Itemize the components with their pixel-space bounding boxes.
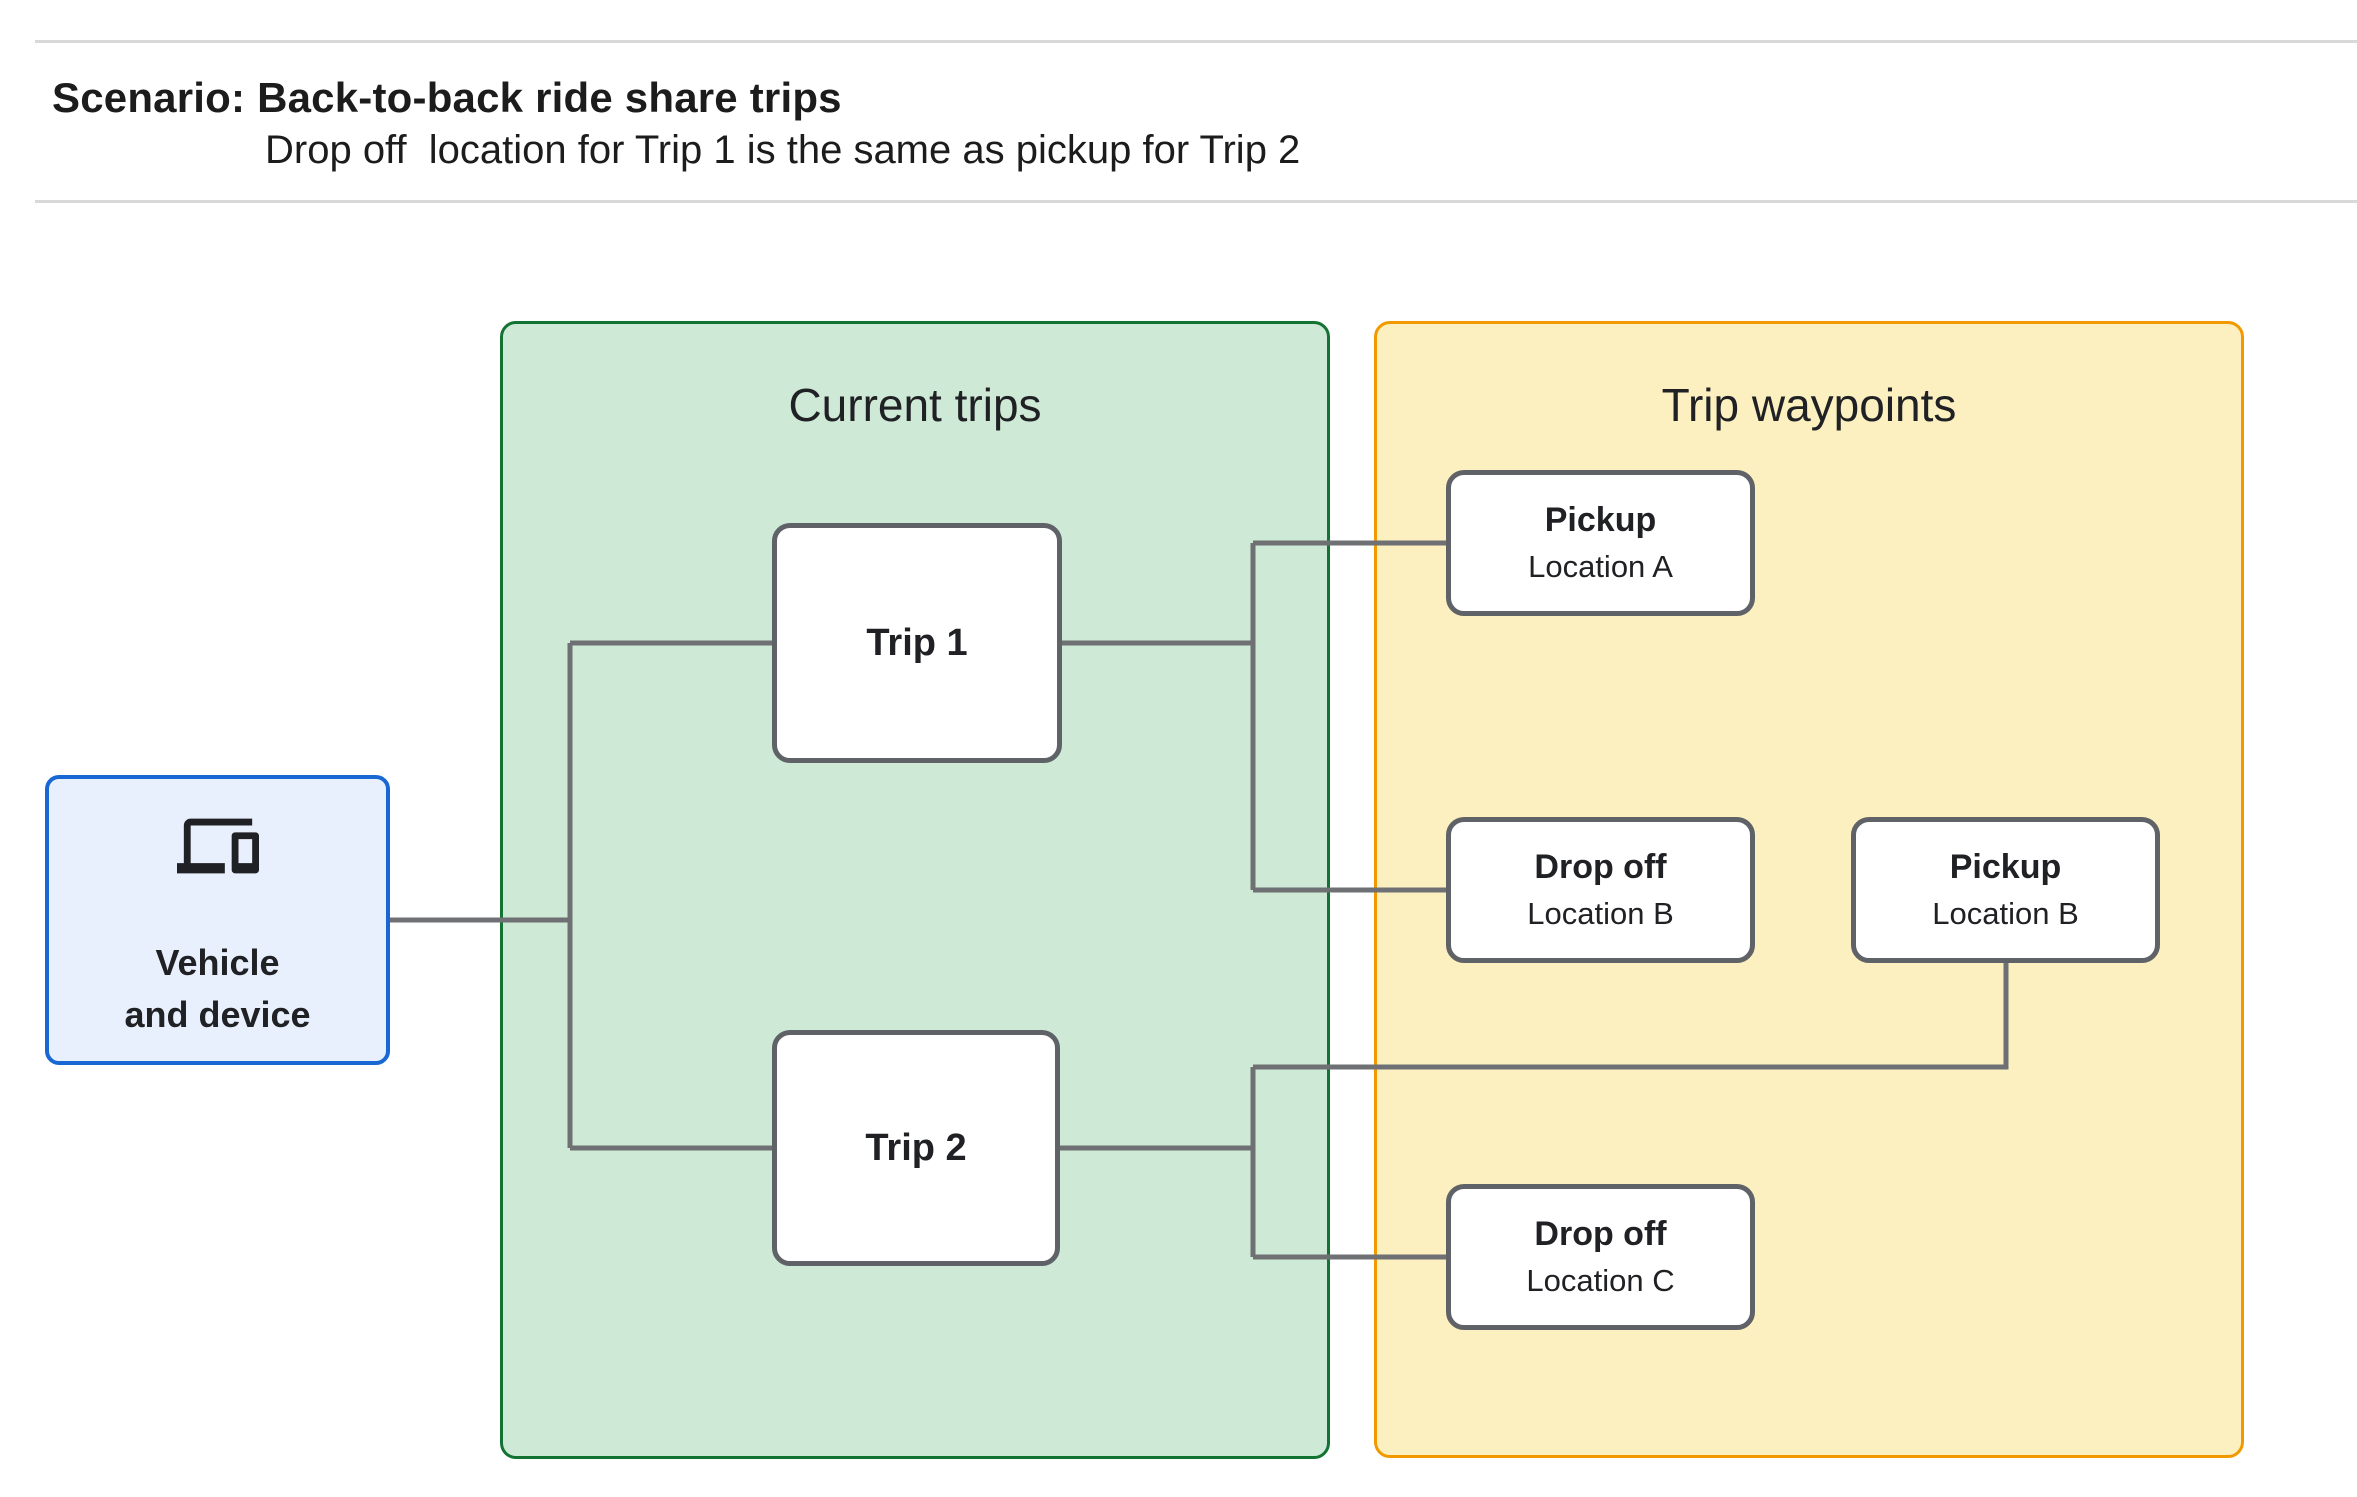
dropoff-c-location: Location C: [1526, 1263, 1675, 1298]
devices-icon: [176, 818, 259, 874]
vehicle-and-device-node: Vehicle and device: [45, 775, 390, 1065]
vehicle-label: Vehicle and device: [124, 937, 310, 1041]
dropoff-location-b-node: Drop off Location B: [1446, 817, 1755, 963]
trip-2-node: Trip 2: [772, 1030, 1060, 1266]
pickup-b-type: Pickup: [1949, 848, 2062, 886]
trip-waypoints-title: Trip waypoints: [1661, 379, 1957, 431]
page-subtitle: Drop off location for Trip 1 is the same…: [265, 128, 1301, 172]
top-divider: [35, 40, 2357, 43]
pickup-a-location: Location A: [1528, 549, 1673, 584]
pickup-b-location: Location B: [1932, 896, 2079, 931]
trip-2-label: Trip 2: [865, 1126, 967, 1169]
dropoff-b-location: Location B: [1527, 896, 1674, 931]
dropoff-c-type: Drop off: [1534, 1215, 1667, 1253]
vehicle-label-line2: and device: [124, 994, 311, 1035]
dropoff-location-c-node: Drop off Location C: [1446, 1184, 1755, 1330]
trip-1-label: Trip 1: [866, 621, 968, 664]
trip-1-node: Trip 1: [772, 523, 1062, 763]
page-title: Scenario: Back-to-back ride share trips: [52, 74, 842, 121]
current-trips-panel: Current trips: [500, 321, 1330, 1459]
vehicle-label-line1: Vehicle: [155, 942, 280, 983]
wire-to-pickup-b: [1253, 963, 2009, 1070]
current-trips-title: Current trips: [788, 379, 1042, 431]
header-divider: [35, 200, 2357, 203]
dropoff-b-type: Drop off: [1534, 848, 1667, 886]
pickup-a-type: Pickup: [1544, 501, 1657, 539]
pickup-location-b-node: Pickup Location B: [1851, 817, 2160, 963]
pickup-location-a-node: Pickup Location A: [1446, 470, 1755, 616]
